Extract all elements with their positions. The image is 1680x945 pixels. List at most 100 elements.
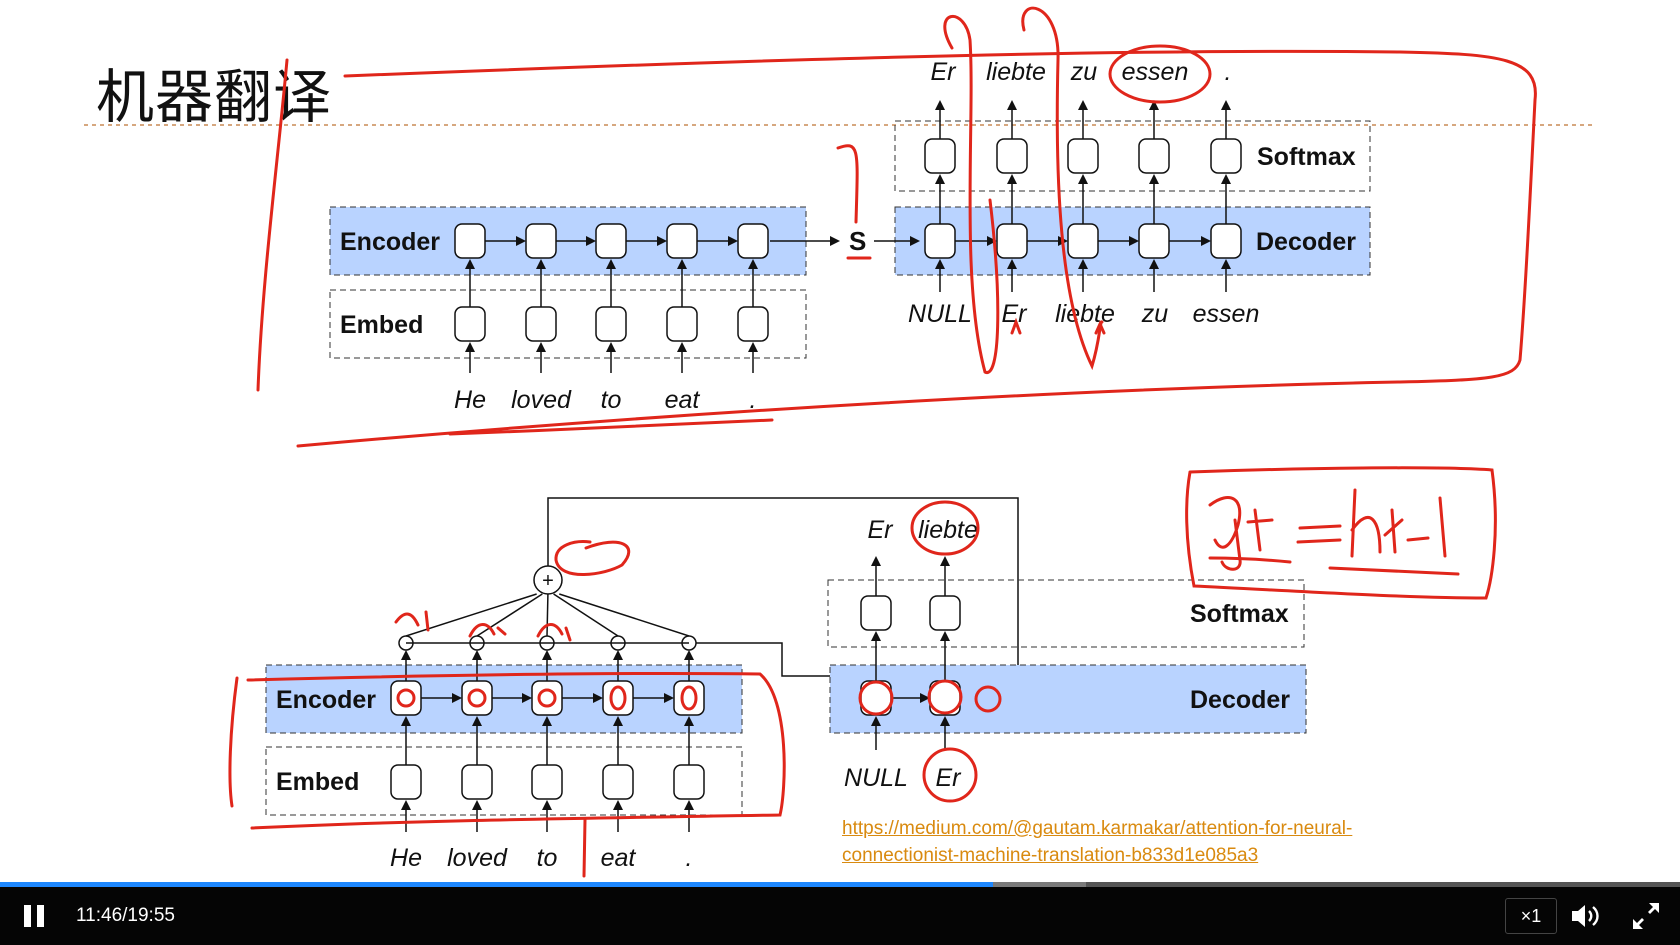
top-input-word: He [454,386,486,414]
attention-edge [476,593,543,637]
decoder-feedback-circle [974,685,1002,713]
duration: 19:55 [127,905,175,926]
arrow-head [1007,174,1017,184]
arrow-head [987,236,997,246]
top-decoder-label: Decoder [1256,228,1356,256]
arrow-head [472,650,482,660]
arrow-head [871,631,881,641]
pause-button[interactable] [20,901,50,931]
arrow-head [542,716,552,726]
arrow-head [1007,100,1017,110]
fullscreen-icon [1633,903,1659,929]
decoder-loop-2 [1021,6,1104,371]
playback-speed-button[interactable]: ×1 [1505,898,1557,934]
arrow-head [401,800,411,810]
attention-edge [559,593,690,637]
arrow-head [472,800,482,810]
handwritten-annotations [228,6,1537,878]
arrow-head [1221,259,1231,269]
top-softmax-cell [1210,138,1242,174]
top-embed-cell [666,306,698,342]
source-link-line-1[interactable]: https://medium.com/@gautam.karmakar/atte… [842,818,1353,839]
arrow-head [871,716,881,726]
arrow-head [748,342,758,352]
top-output-word: essen [1122,58,1189,86]
top-encoder-label: Encoder [340,228,440,256]
top-softmax-label: Softmax [1257,143,1356,171]
fullscreen-button[interactable] [1629,899,1663,933]
combine-symbol: + [542,570,554,592]
attention-edge [546,593,549,637]
left-enclosure-stroke [256,58,289,392]
arrow-head [542,800,552,810]
bottom-decoder-label: Decoder [1190,686,1290,714]
arrow-head [613,650,623,660]
arrow-head [606,259,616,269]
bottom-softmax-box [827,579,1305,648]
top-seq2seq-diagram: Encoder Embed Decoder Softmax S He loved… [329,58,1371,414]
top-decoder-input-words: NULL Er liebte zu essen [908,300,1259,328]
att-annotation-loop [554,540,631,576]
arrow-head [465,342,475,352]
top-encoder-cells [454,223,769,373]
arrow-head [593,693,603,703]
bottom-embed-box [265,746,743,816]
bottom-decoder-input-word: NULL [844,764,908,792]
arrow-head [728,236,738,246]
volume-button[interactable] [1568,899,1604,933]
bottom-decoder-input-words: NULL Er [844,764,962,792]
arrow-head [1078,100,1088,110]
handwritten-formula-glyphs [1208,488,1447,571]
slide-title: 机器翻译 [96,63,333,131]
essen-circle [1108,44,1212,104]
arrow-head [1078,174,1088,184]
arrow-head [677,342,687,352]
progress-bar[interactable] [0,882,1680,887]
arrow-head [1007,259,1017,269]
top-softmax-box [894,120,1371,192]
top-softmax-cell [996,138,1028,174]
top-output-word: Er [931,58,958,86]
arrow-head [657,236,667,246]
arrow-head [1129,236,1139,246]
bottom-encoder-label: Encoder [276,686,376,714]
top-output-word: zu [1070,58,1098,86]
top-decoder-cells [924,100,1242,292]
state-bracket [836,144,859,224]
top-encoder-cell [666,223,698,259]
arrow-head [1221,174,1231,184]
top-softmax-cell [1067,138,1099,174]
arrow-head [1149,259,1159,269]
arrow-head [536,259,546,269]
top-decoder-input-word: zu [1141,300,1169,328]
arrow-head [1149,100,1159,110]
arrow-head [935,100,945,110]
arrow-head [401,716,411,726]
source-link-line-2[interactable]: connectionist-machine-translation-b833d1… [842,845,1259,866]
top-embed-box [329,289,807,359]
arrow-head [613,716,623,726]
arrow-head [613,800,623,810]
bottom-attention-diagram: Encoder Embed Decoder Softmax + He loved… [265,497,1307,872]
arrow-head [935,174,945,184]
attention-combine-node [533,565,563,595]
top-decoder-input-word: liebte [1055,300,1115,328]
top-diagram-enclosure [296,49,1537,448]
arrow-head [940,716,950,726]
source-link[interactable]: https://medium.com/@gautam.karmakar/atte… [842,815,1352,869]
top-input-word: to [601,386,622,414]
er-pointer [1010,317,1022,335]
arrow-head [677,259,687,269]
arrow-head [940,631,950,641]
progress-played [0,882,993,887]
arrow-head [920,693,930,703]
top-softmax-cell [1138,138,1170,174]
arrow-head [606,342,616,352]
arrow-head [940,556,950,566]
bottom-output-word: Er [868,516,895,544]
bottom-embed-cell [673,764,705,800]
formula-box [1185,466,1497,600]
top-encoder-cell [525,223,557,259]
bottom-embed-cell [461,764,493,800]
time-separator: / [122,905,128,926]
